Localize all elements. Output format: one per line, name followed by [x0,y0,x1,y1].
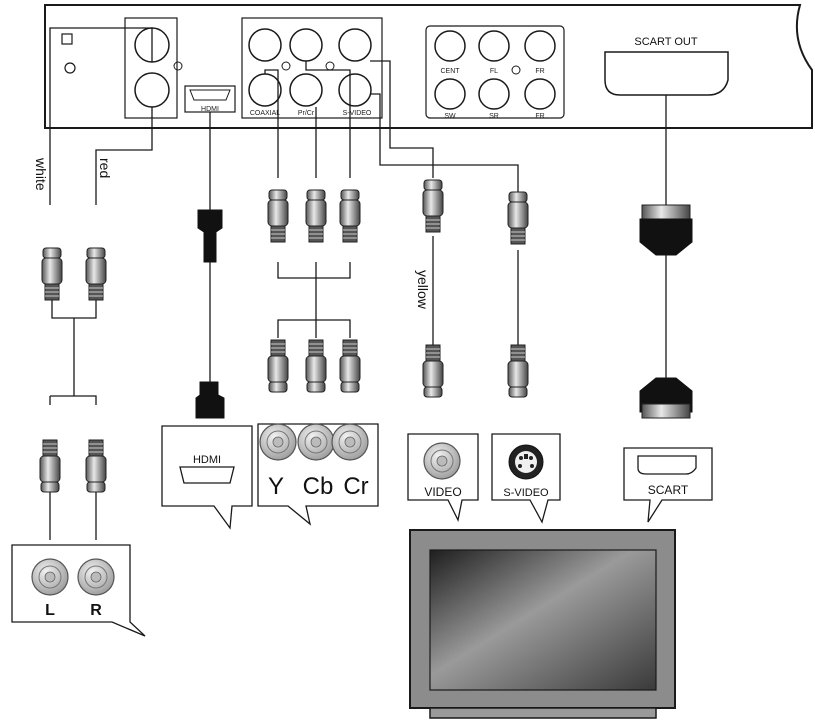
audio-r-jack-icon [77,558,115,596]
svideo-jack-icon [508,444,544,480]
power-square-icon [61,33,73,45]
tv-screen [429,549,657,691]
video-bubble-label: VIDEO [424,485,461,499]
pr-cr-label: Pr/Cr [298,110,315,117]
audio-l-jack-icon [31,558,69,596]
red-wire-label: red [97,158,113,178]
cr-jack-icon [331,423,369,461]
scart-out-port[interactable]: SCART OUT [604,36,729,96]
component-plug-2 [305,189,327,243]
hdmi-port-label: HDMI [201,106,219,113]
s-video-panel-label: S-VIDEO [343,110,372,117]
scart-plug-top [639,218,693,256]
video-jack-block: COAXIAL Pr/Cr S-VIDEO [241,17,383,119]
yellow-wire-label: yellow [415,270,431,310]
component-plug-cr [339,339,361,393]
coaxial-top-jack[interactable] [248,28,282,62]
sw-label: SW [444,113,456,120]
audio-plugs-bottom [39,439,107,493]
sr-label: SR [489,113,499,120]
wires [49,27,667,540]
audio-l-plug [39,439,61,493]
scart-out-label: SCART OUT [634,36,697,48]
coaxial-label: COAXIAL [250,110,280,117]
y-jack-icon [259,423,297,461]
hdmi-port-icon [179,466,235,484]
component-bubble: Y Cb Cr [257,423,379,526]
video-plug-bottom [422,344,444,398]
cb-jack-icon [297,423,335,461]
video-jack-icon [423,442,461,480]
scart-plug-top-cap [641,204,691,220]
red-rca-plug [85,247,107,301]
screw-icon [64,62,76,74]
component-plug-y [267,339,289,393]
svideo-bubble-label: S-VIDEO [503,487,549,499]
audio-plugs-top [41,247,107,301]
component-plugs-bottom [267,339,361,393]
hdmi-plug-top [197,209,223,263]
svideo-bubble: S-VIDEO [491,433,561,524]
component-cb-label: Cb [303,473,334,500]
audio-r-label: R [90,602,102,619]
pr-jack[interactable] [289,73,323,107]
fr-label: FR [535,68,544,75]
device-back-panel: HDMI COAXIAL Pr/Cr S-VIDEO [44,4,813,129]
component-plug-1 [267,189,289,243]
hdmi-bubble: HDMI [161,425,253,530]
component-cr-label: Cr [343,473,368,500]
hdmi-plug-bottom [195,381,225,419]
hdmi-bubble-label: HDMI [193,454,221,466]
audio-bubble: L R [11,544,146,637]
component-y-label: Y [268,473,284,500]
television [409,529,676,719]
white-wire-label: white [33,157,49,191]
cent-label: CENT [440,68,460,75]
tv-stand [429,707,657,719]
scart-plug-bottom-cap [641,403,691,419]
scart-bubble: SCART [623,447,713,523]
svideo-jack[interactable] [338,73,372,107]
component-plugs-top [267,189,361,243]
hdmi-plugs [195,209,225,419]
surround-jack-block: CENT FL FR SW SR FR [425,25,565,120]
scart-plugs [639,204,693,419]
audio-l-label: L [45,602,55,619]
scart-port-icon [637,455,697,475]
fl-label: FL [490,68,498,75]
component-plug-3 [339,189,361,243]
video-bubble: VIDEO [407,433,479,522]
y-jack[interactable] [338,28,372,62]
svideo-plug-bottom [507,344,529,398]
scart-bubble-label: SCART [648,483,689,497]
component-plug-cb [305,339,327,393]
svideo-plug-top [507,191,529,245]
white-rca-plug [41,247,63,301]
audio-r-plug [85,439,107,493]
fr2-label: FR [535,113,544,120]
video-plug-top [422,179,444,233]
